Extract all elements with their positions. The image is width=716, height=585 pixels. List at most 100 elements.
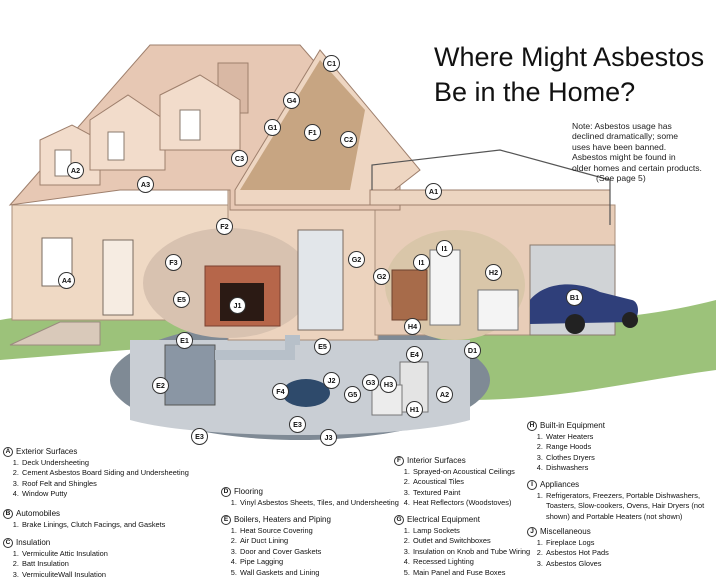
legend-letter: F [394, 456, 404, 467]
deck-railing [371, 149, 611, 225]
callout-e5: E5 [314, 338, 331, 355]
legend-title: Electrical Equipment [407, 515, 480, 524]
hallway-door [297, 229, 344, 331]
callout-c3: C3 [231, 150, 248, 167]
legend-item: Dishwashers [545, 463, 605, 474]
callout-g2: G2 [348, 251, 365, 268]
legend-item: Sprayed-on Acoustical Ceilings [412, 467, 515, 478]
callout-a2: A2 [67, 162, 84, 179]
dormer-window [107, 131, 125, 161]
legend-item: Acoustical Tiles [412, 477, 515, 488]
legend-item: Textured Paint [412, 488, 515, 499]
legend-item: Lamp Sockets [412, 526, 530, 537]
legend-item: Cement Asbestos Board Siding and Undersh… [21, 468, 189, 479]
legend-letter: G [394, 515, 404, 526]
legend-item: Range Hoods [545, 442, 605, 453]
legend-item: VermiculiteWall Insulation [21, 570, 108, 581]
legend-item: Insulation on Knob and Tube Wiring [412, 547, 530, 558]
legend-item: Wall Gaskets and Lining [239, 568, 331, 579]
refrigerator [429, 249, 461, 326]
legend-title: Exterior Surfaces [16, 447, 78, 456]
callout-f3: F3 [165, 254, 182, 271]
legend-title: Insulation [16, 538, 51, 547]
legend-item: Heat Reflectors (Woodstoves) [412, 498, 515, 509]
legend-title: Appliances [540, 480, 580, 489]
legend-item: Main Panel and Fuse Boxes [412, 568, 530, 579]
car-wheel [622, 312, 638, 328]
callout-i1: I1 [436, 240, 453, 257]
note-line: declined dramatically; some [572, 131, 679, 142]
callout-a3: A3 [137, 176, 154, 193]
legend-title: Interior Surfaces [407, 456, 466, 465]
legend-item: Door and Cover Gaskets [239, 547, 331, 558]
legend-letter: E [221, 515, 231, 526]
car [530, 284, 638, 324]
legend-letter: D [221, 487, 231, 498]
title-line-2: Be in the Home? [434, 77, 636, 107]
note-line: uses have been banned. [572, 141, 667, 152]
attic-cutaway [240, 60, 365, 190]
callout-i1: I1 [413, 254, 430, 271]
callout-f1: F1 [304, 124, 321, 141]
legend-letter: B [3, 509, 13, 520]
note-line: Note: Asbestos usage has [572, 121, 672, 131]
legend-item: Heat Source Covering [239, 526, 331, 537]
legend-letter: A [3, 447, 13, 458]
legend-title: Automobiles [16, 509, 61, 518]
legend-letter: J [527, 527, 537, 538]
callout-e4: E4 [406, 346, 423, 363]
note-line: Asbestos might be found in [572, 152, 676, 163]
kitchen-cabinets [391, 269, 428, 321]
callout-j1: J1 [229, 297, 246, 314]
callout-g2: G2 [373, 268, 390, 285]
callout-c2: C2 [340, 131, 357, 148]
legend-item: Vermiculite Attic Insulation [21, 549, 108, 560]
callout-c1: C1 [323, 55, 340, 72]
legend-item: Asbestos Gloves [545, 559, 609, 570]
legend-item: Clothes Dryers [545, 453, 605, 464]
legend-title: Built-in Equipment [540, 421, 605, 430]
legend-item: Vinyl Asbestos Sheets, Tiles, and Unders… [239, 498, 399, 509]
callout-e5: E5 [173, 291, 190, 308]
callout-f4: F4 [272, 383, 289, 400]
legend-letter: H [527, 421, 537, 432]
porch-steps [9, 321, 101, 346]
callout-b1: B1 [566, 289, 583, 306]
car-wheel [565, 314, 585, 334]
callout-e3: E3 [289, 416, 306, 433]
callout-g3: G3 [362, 374, 379, 391]
callout-e1: E1 [176, 332, 193, 349]
callout-e2: E2 [152, 377, 169, 394]
legend-title: Boilers, Heaters and Piping [234, 515, 331, 524]
note-text: Note: Asbestos usage has declined dramat… [572, 121, 712, 183]
legend-title: Flooring [234, 487, 263, 496]
callout-h4: H4 [404, 318, 421, 335]
woodstove [282, 379, 330, 407]
callout-e3: E3 [191, 428, 208, 445]
callout-a4: A4 [58, 272, 75, 289]
note-line: (See page 5) [596, 173, 646, 184]
legend-item: Brake Linings, Clutch Facings, and Gaske… [21, 520, 165, 531]
callout-h2: H2 [485, 264, 502, 281]
page-title: Where Might Asbestos Be in the Home? [434, 40, 704, 110]
legend-letter: C [3, 538, 13, 549]
callout-f2: F2 [216, 218, 233, 235]
note-line: older homes and certain products. [572, 162, 702, 173]
legend-letter: I [527, 480, 537, 491]
callout-j2: J2 [323, 372, 340, 389]
callout-d1: D1 [464, 342, 481, 359]
dormer-window [179, 109, 201, 141]
callout-a2: A2 [436, 386, 453, 403]
furnace [164, 344, 216, 406]
legend-item: Window Putty [21, 489, 189, 500]
legend-item: Batt Insulation [21, 559, 108, 570]
legend-title: Miscellaneous [540, 527, 591, 536]
